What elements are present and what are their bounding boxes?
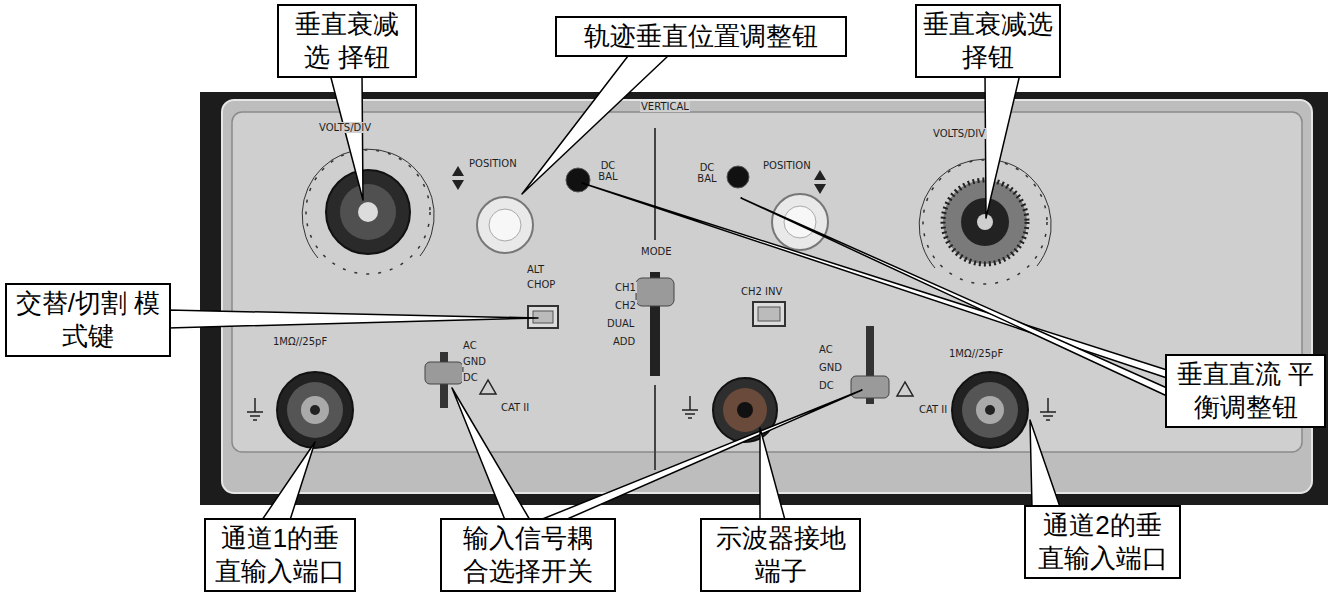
- callout-text: 输入信号耦 合选择开关: [447, 522, 609, 588]
- dial-arc: [302, 149, 434, 258]
- bnc-ring: [962, 382, 1018, 438]
- callout-wedge: [741, 198, 1167, 396]
- panel-marking: CH2 INV: [740, 286, 783, 297]
- attenuator-knob-center: [358, 202, 378, 222]
- attenuator-knob-inner: [340, 184, 396, 240]
- callout-text: 垂直直流 平衡调整钮: [1172, 358, 1319, 424]
- panel-marking: DC: [818, 380, 835, 391]
- panel-plate: [222, 100, 1312, 493]
- button-face: [533, 311, 553, 323]
- attenuator-knob: [326, 170, 410, 254]
- callout-wedge: [985, 74, 1020, 218]
- ground-terminal: [713, 378, 777, 442]
- panel-marking: ALT: [526, 264, 545, 275]
- callout-wedge: [330, 74, 363, 200]
- warning-symbol: [480, 380, 496, 394]
- coupling-lever: [425, 362, 463, 384]
- callout-box: 轨迹垂直位置调整钮: [555, 16, 847, 57]
- panel-marking: CH2: [614, 300, 637, 311]
- attenuator-knob-center: [977, 214, 993, 230]
- bnc-insulator: [976, 396, 1004, 424]
- position-knob: [772, 194, 828, 250]
- attenuator-knob-inner: [961, 198, 1009, 246]
- mode-lever: [636, 278, 674, 306]
- callout-text: 垂直衰减选 择钮: [284, 8, 410, 74]
- panel-marking: AC: [462, 340, 478, 351]
- panel-marking: VOLTS/DIV: [318, 122, 372, 133]
- callout-text: 交替/切割 模式键: [12, 287, 164, 353]
- bnc-connector: [952, 372, 1028, 448]
- callout-wedge: [168, 310, 538, 328]
- dial-scale: [306, 150, 430, 274]
- panel-marking: POSITION: [468, 158, 518, 169]
- callout-text: 轨迹垂直位置调整钮: [562, 20, 840, 53]
- panel-marking: CH1: [614, 282, 637, 293]
- bnc-ring: [287, 382, 343, 438]
- callout-box: 通道2的垂 直输入端口: [1024, 505, 1181, 579]
- divider-line: [654, 385, 656, 470]
- alt-chop-button: [528, 306, 558, 328]
- coupling-lever: [851, 376, 889, 398]
- attenuator-knob: [943, 180, 1027, 264]
- dc-balance-hole: [727, 166, 749, 188]
- panel-marking: 1MΩ//25pF: [272, 336, 328, 347]
- panel-marking: DC BAL: [693, 162, 721, 184]
- bnc-pin: [310, 405, 320, 415]
- callout-box: 通道1的垂 直输入端口: [204, 518, 356, 592]
- warning-symbol: [897, 382, 913, 396]
- ground-symbol: [1040, 398, 1056, 420]
- panel-marking: VOLTS/DIV: [932, 128, 986, 139]
- divider-line: [654, 128, 656, 240]
- button-face: [758, 307, 780, 321]
- callout-box: 垂直衰减选 择钮: [915, 4, 1061, 78]
- bnc-insulator: [301, 396, 329, 424]
- dc-balance-hole: [566, 168, 590, 192]
- panel-inner-plate: [232, 112, 1302, 452]
- callout-text: 垂直衰减选 择钮: [922, 8, 1054, 74]
- panel-marking: DUAL: [606, 318, 635, 329]
- up-arrow-symbol: [452, 166, 464, 176]
- callout-wedge: [452, 388, 530, 520]
- ground-terminal-ring: [723, 388, 767, 432]
- callout-wedge: [522, 56, 668, 194]
- panel-marking: 1MΩ//25pF: [948, 348, 1004, 359]
- panel-marking: VERTICAL: [640, 101, 690, 112]
- panel-marking: CAT II: [918, 404, 948, 415]
- callout-text: 通道1的垂 直输入端口: [211, 522, 349, 588]
- panel-marking: DC: [462, 372, 479, 383]
- panel-marking: ADD: [612, 336, 636, 347]
- callout-wedge: [760, 428, 785, 520]
- panel-marking: CHOP: [526, 279, 556, 290]
- callout-box: 垂直衰减选 择钮: [277, 4, 417, 78]
- up-arrow-symbol: [814, 170, 826, 180]
- bnc-pin: [985, 405, 995, 415]
- ground-symbol: [682, 396, 698, 418]
- panel-marking: AC: [818, 344, 834, 355]
- down-arrow-symbol: [814, 184, 826, 194]
- ground-terminal-hole: [737, 402, 753, 418]
- position-knob: [477, 197, 533, 253]
- panel-marking: GND: [462, 356, 487, 367]
- callout-wedge: [1030, 420, 1060, 507]
- bnc-connector: [277, 372, 353, 448]
- panel-marking: DC BAL: [594, 160, 622, 182]
- callout-text: 通道2的垂 直输入端口: [1031, 509, 1174, 575]
- panel-marking: MODE: [640, 246, 673, 257]
- panel-marking: GND: [818, 362, 843, 373]
- panel-marking: CAT II: [500, 402, 530, 413]
- callout-box: 垂直直流 平衡调整钮: [1165, 354, 1326, 428]
- callout-wedge: [540, 390, 862, 520]
- callout-wedge: [262, 442, 315, 520]
- position-knob-cap: [784, 206, 816, 238]
- ch2-inv-button: [753, 302, 785, 326]
- callout-box: 交替/切割 模式键: [5, 283, 171, 357]
- down-arrow-symbol: [452, 180, 464, 190]
- callout-box: 输入信号耦 合选择开关: [440, 518, 616, 592]
- position-knob-cap: [489, 209, 521, 241]
- callout-box: 示波器接地 端子: [700, 518, 861, 592]
- ground-symbol: [247, 398, 263, 420]
- panel-marking: POSITION: [762, 160, 812, 171]
- callout-text: 示波器接地 端子: [707, 522, 854, 588]
